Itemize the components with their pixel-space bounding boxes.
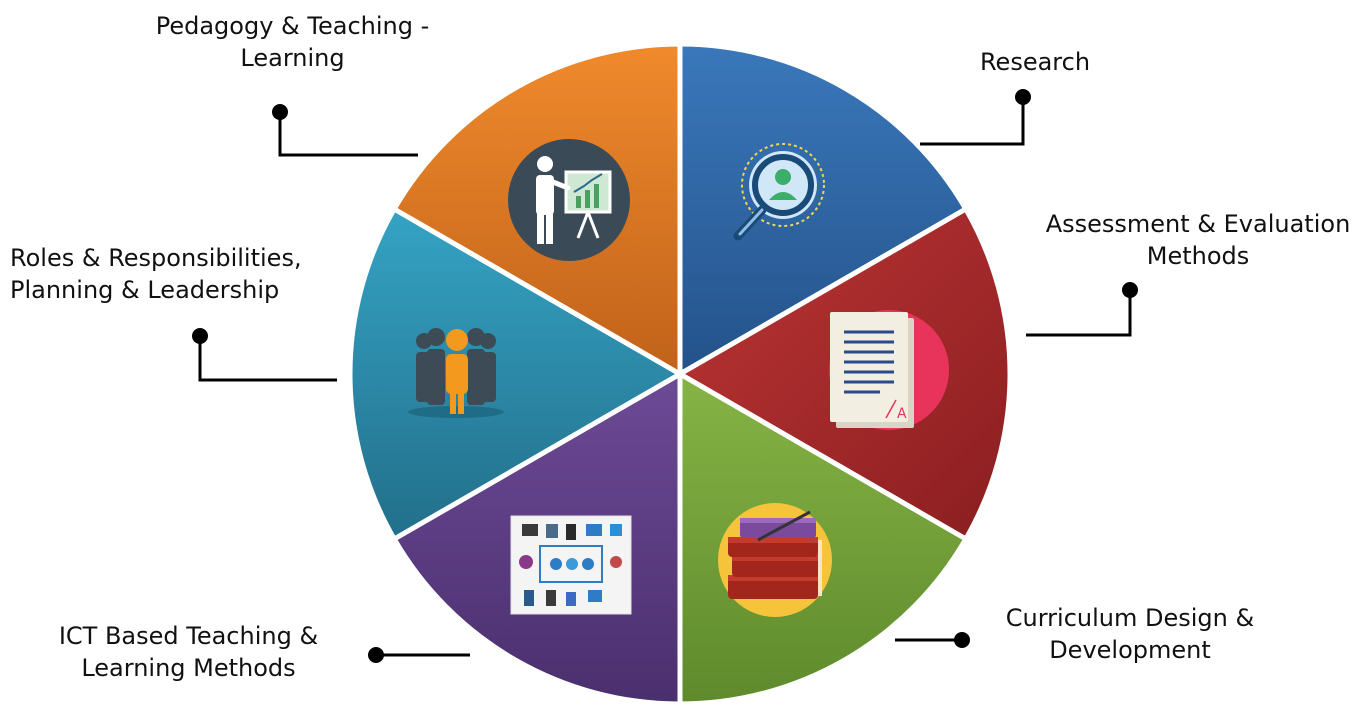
label-assessment-line1: Assessment & Evaluation — [1045, 210, 1351, 238]
svg-text:A: A — [897, 406, 907, 422]
network-devices-icon — [510, 515, 632, 615]
magnifier-user-icon — [733, 143, 825, 241]
wedge-research[interactable] — [677, 41, 970, 379]
label-pedagogy-line1: Pedagogy & Teaching - — [155, 12, 430, 40]
label-roles: Roles & Responsibilities, Planning & Lea… — [10, 242, 340, 306]
label-curriculum: Curriculum Design & Development — [970, 602, 1290, 666]
stacked-books-icon — [718, 503, 832, 617]
connector-roles — [198, 336, 337, 382]
wedge-roles[interactable] — [347, 205, 686, 543]
connector-research — [920, 97, 1025, 146]
label-pedagogy: Pedagogy & Teaching - Learning — [130, 10, 455, 74]
label-ict-line1: ICT Based Teaching & — [58, 622, 319, 650]
label-roles-line1: Roles & Responsibilities, — [10, 244, 302, 272]
presenter-chart-icon — [508, 139, 630, 261]
connector-pedagogy — [278, 112, 418, 157]
label-pedagogy-line2: Learning — [240, 44, 345, 72]
dot-roles — [192, 328, 208, 344]
connector-dots — [192, 89, 1138, 663]
label-ict-line2: Learning Methods — [81, 654, 296, 682]
graded-document-icon: A — [829, 310, 949, 430]
label-research-line1: Research — [979, 48, 1091, 76]
label-assessment: Assessment & Evaluation Methods — [1030, 208, 1366, 272]
dot-research — [1015, 89, 1031, 105]
label-roles-line2: Planning & Leadership — [10, 276, 280, 304]
connectors — [198, 97, 1132, 657]
label-research: Research — [960, 46, 1110, 78]
label-curriculum-line1: Curriculum Design & — [1005, 604, 1255, 632]
team-leader-icon — [408, 328, 504, 418]
label-assessment-line2: Methods — [1146, 242, 1250, 270]
label-curriculum-line2: Development — [1049, 636, 1211, 664]
dot-ict — [368, 647, 384, 663]
label-ict: ICT Based Teaching & Learning Methods — [26, 620, 351, 684]
dot-pedagogy — [272, 104, 288, 120]
connector-assessment — [1026, 290, 1132, 337]
dot-curriculum — [954, 632, 970, 648]
dot-assessment — [1122, 282, 1138, 298]
